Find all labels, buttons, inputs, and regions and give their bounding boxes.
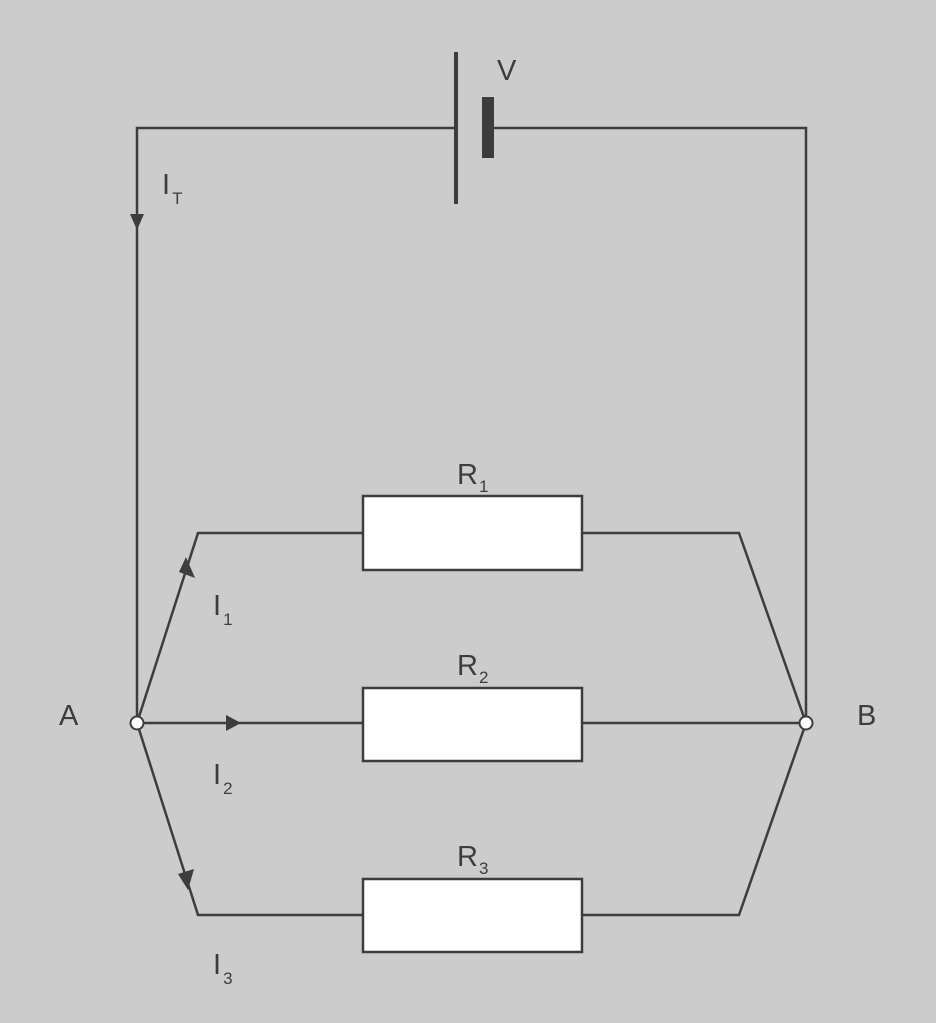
resistor-r3-label: R3	[457, 841, 488, 878]
wire-branch-1	[135, 531, 363, 724]
resistor-r2	[361, 686, 584, 763]
wire-top-right	[493, 126, 808, 723]
resistor-r2-label: R2	[457, 650, 488, 687]
node-a	[129, 715, 145, 731]
node-b-label: B	[857, 700, 876, 732]
wire-top-left	[135, 126, 456, 723]
battery-label: V	[497, 55, 517, 87]
arrow-down-icon	[130, 214, 144, 230]
resistor-r3	[361, 877, 584, 954]
node-b	[798, 715, 814, 731]
node-a-label: A	[59, 700, 79, 732]
arrow-down-icon	[178, 869, 194, 890]
arrow-up-icon	[179, 557, 195, 578]
resistor-r1	[361, 494, 584, 572]
wire-branch-3-right	[582, 722, 808, 917]
wire-branch-1-right	[582, 531, 808, 724]
resistor-r1-label: R1	[457, 459, 488, 496]
arrow-right-icon	[226, 715, 241, 731]
battery-short-plate	[482, 97, 494, 158]
wire-branch-3	[135, 722, 363, 917]
